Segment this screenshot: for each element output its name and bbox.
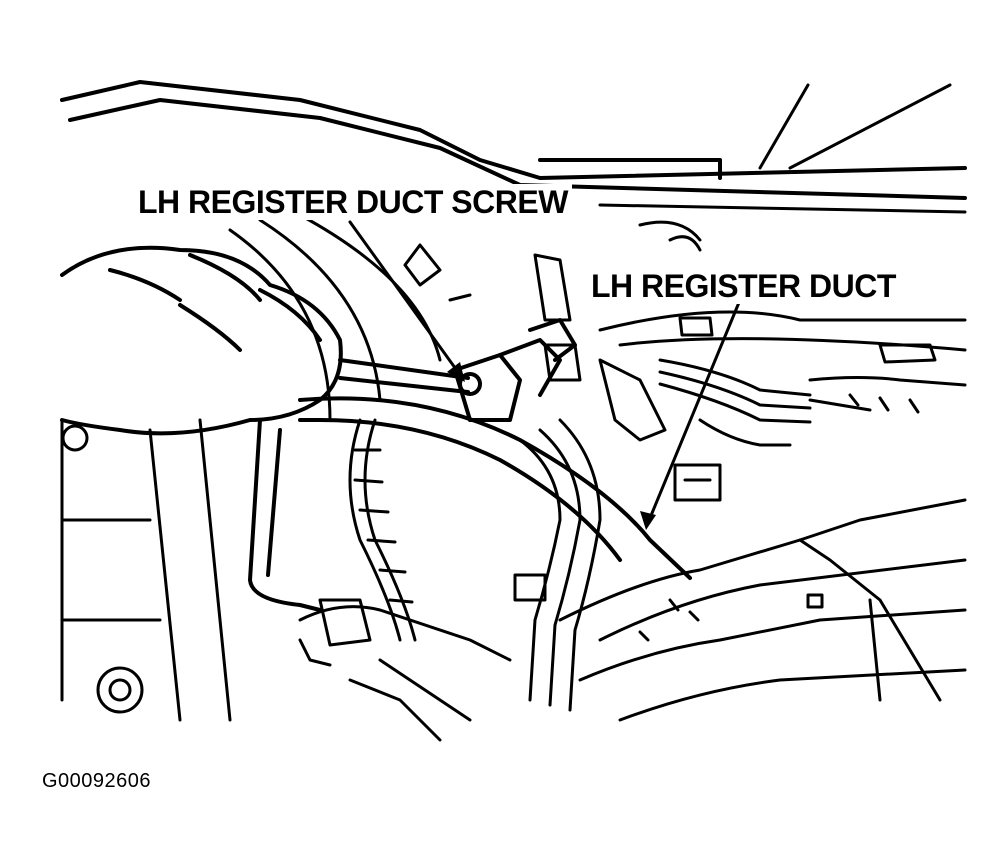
screw-leader-arrowhead (447, 362, 465, 382)
harness-connectors (533, 253, 714, 382)
duct-leader-line (648, 298, 742, 520)
leader-lines (348, 220, 742, 530)
gloved-hand (60, 245, 343, 436)
register-duct-body (248, 396, 692, 612)
left-pillar (60, 418, 232, 722)
screw-leader-line (348, 220, 460, 374)
dash-contours (228, 213, 967, 422)
figure-id: G00092606 (42, 770, 152, 792)
screw-callout-label: LH REGISTER DUCT SCREW (134, 184, 572, 220)
duct-leader-arrowhead (640, 511, 656, 530)
screwdriver (338, 358, 482, 396)
lower-console (298, 498, 967, 742)
duct-callout-label: LH REGISTER DUCT (587, 268, 900, 304)
register-duct-screw (453, 318, 577, 422)
dashboard-top-panel (60, 80, 967, 214)
